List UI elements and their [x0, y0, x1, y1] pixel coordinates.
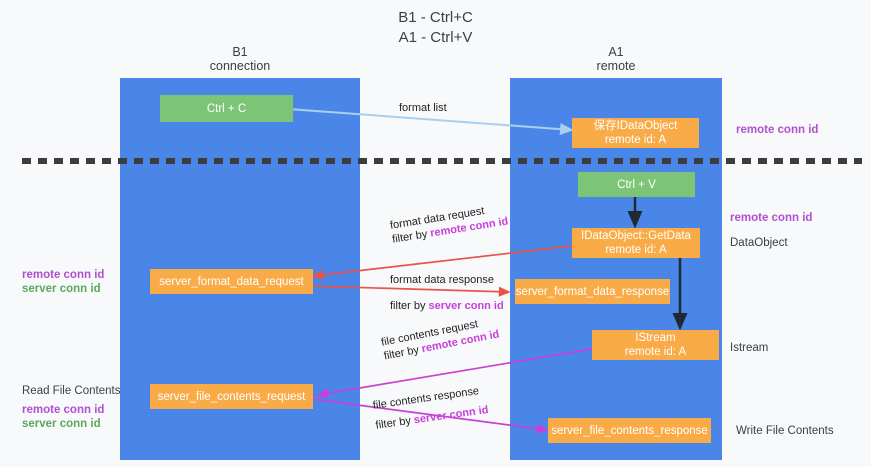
title-line-2: A1 - Ctrl+V — [398, 29, 473, 46]
edge-label-format-data-response-filter-prefix: filter by — [390, 300, 429, 312]
left-label-read-file-contents: Read File Contents — [22, 385, 121, 397]
column-header-a1-role: remote — [596, 59, 636, 73]
column-header-b1: B1 connection — [120, 45, 360, 73]
edge-label-format-data-response-line2: filter by server conn id — [390, 299, 504, 313]
left-label-remote-conn-id-1: remote conn id — [22, 269, 105, 281]
column-header-b1-role: connection — [209, 59, 271, 73]
left-label-server-conn-id-2: server conn id — [22, 418, 101, 430]
node-istream-line1: IStream — [635, 332, 676, 344]
column-header-a1-name: A1 — [608, 45, 624, 59]
node-server-file-contents-response[interactable]: server_file_contents_response — [548, 418, 711, 443]
column-header-b1-name: B1 — [232, 45, 248, 59]
page-title: B1 - Ctrl+C A1 - Ctrl+V — [0, 8, 871, 48]
node-save-idataobject[interactable]: 保存IDataObject remote id: A — [572, 118, 699, 148]
node-save-idataobject-line1: 保存IDataObject — [593, 120, 678, 132]
right-label-write-file-contents: Write File Contents — [736, 425, 834, 437]
edge-label-file-contents-request: file contents request filter by remote c… — [380, 314, 501, 364]
title-line-1: B1 - Ctrl+C — [398, 9, 473, 26]
node-server-file-contents-request-label: server_file_contents_request — [157, 390, 306, 403]
node-ctrl-c-label: Ctrl + C — [206, 102, 247, 115]
right-label-istream: Istream — [730, 342, 769, 354]
edge-label-format-data-response-filter-key: server conn id — [428, 300, 504, 312]
right-label-dataobject: DataObject — [730, 237, 788, 249]
edge-label-format-data-request: format data request filter by remote con… — [389, 201, 509, 247]
edge-label-format-data-response: format data response filter by server co… — [390, 273, 504, 313]
edge-label-file-contents-response-filter-prefix: filter by — [374, 414, 415, 432]
node-server-format-data-request[interactable]: server_format_data_request — [150, 269, 313, 294]
node-server-format-data-request-label: server_format_data_request — [159, 275, 304, 288]
node-server-format-data-response[interactable]: server_format_data_response — [515, 279, 670, 304]
node-save-idataobject-line2: remote id: A — [604, 134, 667, 146]
node-server-format-data-response-label: server_format_data_response — [515, 285, 670, 298]
node-ctrl-v[interactable]: Ctrl + V — [578, 172, 695, 197]
right-label-remote-conn-id-top: remote conn id — [736, 124, 819, 136]
edge-label-format-data-response-line1: format data response — [390, 274, 494, 286]
edge-label-file-contents-response: file contents response filter by server … — [372, 383, 489, 432]
node-idataobject-getdata[interactable]: IDataObject::GetData remote id: A — [572, 228, 700, 258]
edge-label-file-contents-response-filter-key: server conn id — [413, 403, 490, 427]
left-label-remote-conn-id-2: remote conn id — [22, 404, 105, 416]
edge-label-format-list: format list — [399, 102, 447, 114]
node-idataobject-getdata-line1: IDataObject::GetData — [581, 230, 691, 242]
node-server-file-contents-response-label: server_file_contents_response — [551, 424, 708, 437]
column-header-a1: A1 remote — [510, 45, 722, 73]
node-istream[interactable]: IStream remote id: A — [592, 330, 719, 360]
node-server-file-contents-request[interactable]: server_file_contents_request — [150, 384, 313, 409]
node-ctrl-c[interactable]: Ctrl + C — [160, 95, 293, 122]
node-idataobject-getdata-line2: remote id: A — [605, 244, 667, 256]
right-label-remote-conn-id-mid: remote conn id — [730, 212, 813, 224]
left-label-server-conn-id-1: server conn id — [22, 283, 101, 295]
node-istream-line2: remote id: A — [624, 346, 687, 358]
node-ctrl-v-label: Ctrl + V — [617, 178, 656, 191]
